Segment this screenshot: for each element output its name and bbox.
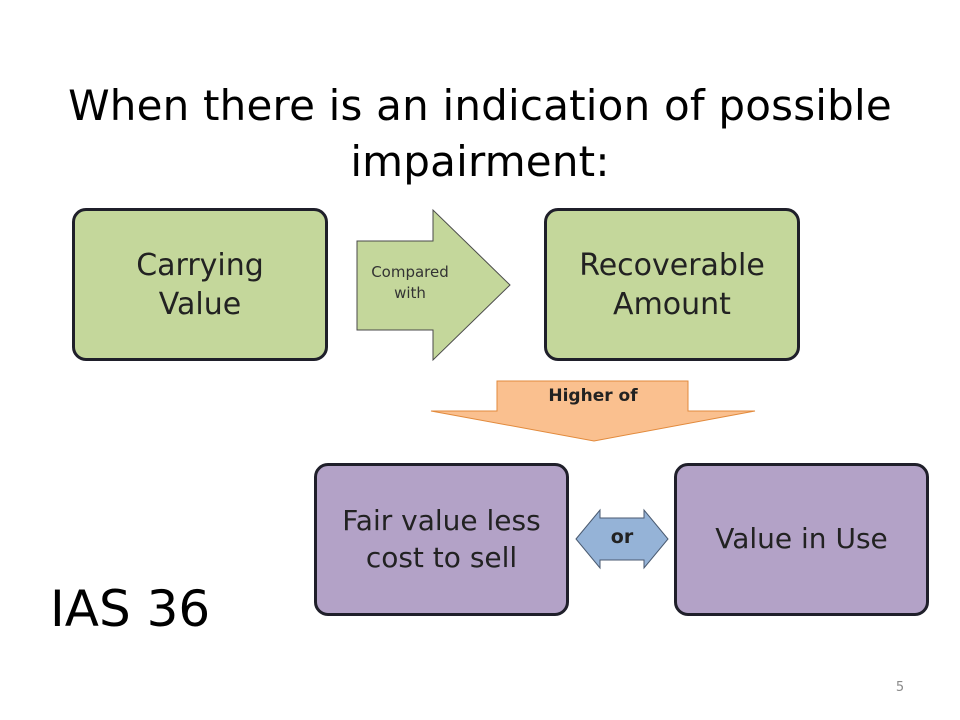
- or-label: or: [610, 526, 634, 548]
- slide-title: When there is an indication of possible …: [68, 81, 892, 186]
- carrying-value-box: Carrying Value: [72, 208, 328, 361]
- carrying-value-label: Carrying Value: [136, 247, 264, 322]
- compared-with-label: Compared with: [371, 263, 449, 302]
- higher-of-label: Higher of: [548, 386, 638, 406]
- page-number: 5: [895, 680, 905, 695]
- fair-value-label: Fair value less cost to sell: [342, 504, 541, 574]
- recoverable-amount-box: Recoverable Amount: [544, 208, 800, 361]
- recoverable-amount-label: Recoverable Amount: [579, 247, 765, 322]
- fair-value-box: Fair value less cost to sell: [314, 463, 569, 616]
- standard-label: IAS 36: [50, 580, 211, 638]
- value-in-use-label: Value in Use: [715, 522, 888, 556]
- value-in-use-box: Value in Use: [674, 463, 929, 616]
